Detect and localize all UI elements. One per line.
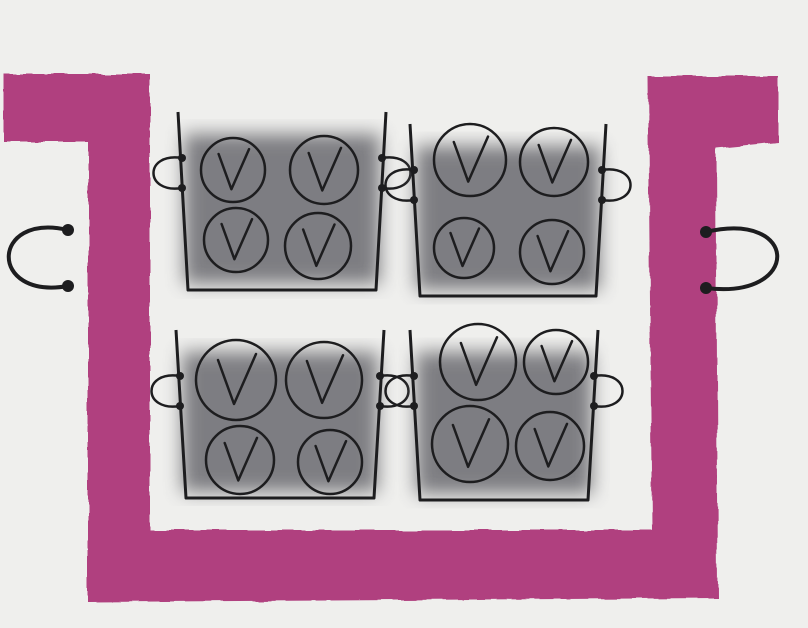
bin-handle-right-icon — [381, 156, 412, 190]
rivet-icon — [410, 166, 418, 174]
check-circle-icon — [432, 216, 496, 280]
bin-handle-left-icon — [384, 374, 415, 408]
check-circle-icon — [296, 428, 364, 496]
check-circle-icon — [288, 134, 360, 206]
bin-handle-right-icon — [379, 374, 410, 408]
bin-handle-left-icon — [152, 156, 183, 190]
bin-outline — [408, 329, 600, 502]
bucket-icon — [152, 111, 412, 292]
check-circle-icon — [202, 206, 270, 274]
magenta-pot-icon — [4, 74, 780, 602]
right-handle-icon — [700, 226, 780, 294]
big-pot-outline — [4, 74, 778, 602]
rivet-icon — [410, 196, 418, 204]
bin-outline — [408, 123, 608, 298]
rivet-icon — [410, 372, 418, 380]
rivet-icon — [376, 402, 384, 410]
rivet-icon — [176, 402, 184, 410]
rivet-icon — [378, 154, 386, 162]
bucket-icon — [150, 329, 410, 500]
bin-fill — [182, 352, 378, 492]
rivet-icon — [590, 372, 598, 380]
left-handle-icon — [6, 224, 74, 292]
bin-outline — [174, 329, 386, 500]
rivet-icon — [376, 372, 384, 380]
rivet-icon — [178, 154, 186, 162]
check-circle-icon — [432, 122, 508, 198]
bin-fill — [416, 352, 592, 494]
bucket-icon — [384, 322, 624, 502]
check-circle-icon — [518, 218, 586, 286]
bin-handle-right-icon — [601, 168, 632, 202]
check-circle-icon — [522, 328, 590, 396]
rivet-icon — [176, 372, 184, 380]
check-circle-icon — [518, 126, 590, 198]
bin-outline — [176, 111, 388, 292]
bin-fill — [416, 146, 600, 290]
check-circle-icon — [438, 322, 518, 402]
check-circle-icon — [284, 340, 364, 420]
rivet-icon — [378, 184, 386, 192]
bin-handle-left-icon — [150, 374, 181, 408]
rivet-icon — [598, 196, 606, 204]
bin-handle-right-icon — [593, 374, 624, 408]
bins-group — [150, 111, 632, 502]
bucket-icon — [384, 122, 632, 298]
bin-handle-left-icon — [384, 168, 415, 202]
check-circle-icon — [204, 424, 276, 496]
rivet-icon — [598, 166, 606, 174]
check-circle-icon — [194, 338, 278, 422]
rivet-icon — [590, 402, 598, 410]
check-circle-icon — [283, 211, 353, 281]
check-circle-icon — [199, 136, 267, 204]
rivet-icon — [178, 184, 186, 192]
check-circle-icon — [430, 404, 510, 484]
check-circle-icon — [514, 410, 586, 482]
rivet-icon — [410, 402, 418, 410]
